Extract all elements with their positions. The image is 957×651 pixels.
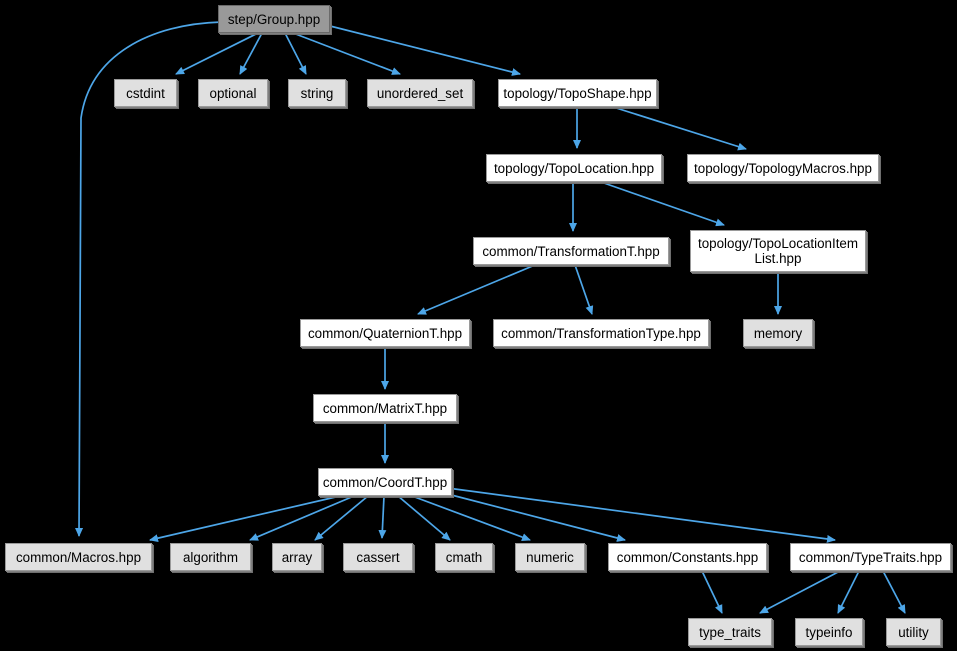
- edge-typetraits_hpp-to-utility: [882, 570, 906, 614]
- edge-coordt-to-typetraits_hpp: [439, 486, 836, 543]
- node-memory[interactable]: memory: [743, 319, 813, 347]
- node-transformationt[interactable]: common/TransformationT.hpp: [473, 237, 669, 265]
- edge-topolocation-to-topolocitemlist: [600, 181, 725, 227]
- edge-group-to-optional: [239, 32, 263, 75]
- node-unordered_set[interactable]: unordered_set: [367, 79, 473, 107]
- node-cmath[interactable]: cmath: [435, 543, 493, 571]
- node-array[interactable]: array: [272, 543, 322, 571]
- node-macros[interactable]: common/Macros.hpp: [5, 543, 152, 571]
- edge-group: [75, 21, 906, 614]
- edge-typetraits_hpp-to-type_traits: [759, 570, 841, 614]
- edge-group-to-string: [284, 32, 307, 75]
- edge-transformationt-to-quaternion: [417, 264, 536, 315]
- edge-coordt-to-cassert: [378, 495, 387, 539]
- edge-coordt-to-cmath: [397, 495, 451, 541]
- node-algorithm[interactable]: algorithm: [170, 543, 251, 571]
- edge-coordt-to-array: [314, 495, 369, 541]
- node-group[interactable]: step/Group.hpp: [218, 5, 330, 33]
- node-optional[interactable]: optional: [198, 79, 268, 107]
- node-coordt[interactable]: common/CoordT.hpp: [318, 468, 452, 496]
- edge-transformationt-to-transformtype: [574, 264, 594, 315]
- edge-coordt-to-macros: [149, 495, 341, 543]
- edge-coordt-to-numeric: [411, 495, 531, 541]
- edge-constants-to-type_traits: [701, 570, 723, 614]
- edge-coordt-to-algorithm: [249, 495, 355, 541]
- edge-group-to-toposhape: [329, 25, 521, 76]
- node-constants[interactable]: common/Constants.hpp: [608, 543, 767, 571]
- node-utility[interactable]: utility: [886, 618, 941, 646]
- node-typeinfo[interactable]: typeinfo: [795, 618, 863, 646]
- node-cstdint[interactable]: cstdint: [114, 79, 177, 107]
- node-topolocitemlist[interactable]: topology/TopoLocationItem List.hpp: [690, 230, 866, 272]
- node-type_traits[interactable]: type_traits: [688, 618, 772, 646]
- node-typetraits_hpp[interactable]: common/TypeTraits.hpp: [790, 543, 951, 571]
- edge-group-to-unordered_set: [292, 32, 401, 75]
- edge-toposhape-to-topologymacros: [612, 106, 747, 151]
- node-quaternion[interactable]: common/QuaternionT.hpp: [300, 319, 470, 347]
- edge-typetraits_hpp-to-typeinfo: [837, 570, 860, 614]
- edge-coordt-to-constants: [435, 490, 626, 542]
- edge-group-to-cstdint: [175, 32, 259, 75]
- node-numeric[interactable]: numeric: [515, 543, 585, 571]
- node-transformtype[interactable]: common/TransformationType.hpp: [493, 319, 709, 347]
- node-matrixt[interactable]: common/MatrixT.hpp: [313, 394, 457, 422]
- node-toposhape[interactable]: topology/TopoShape.hpp: [498, 79, 657, 107]
- node-topologymacros[interactable]: topology/TopologyMacros.hpp: [687, 154, 879, 182]
- node-cassert[interactable]: cassert: [343, 543, 413, 571]
- node-string[interactable]: string: [288, 79, 346, 107]
- node-topolocation[interactable]: topology/TopoLocation.hpp: [486, 154, 662, 182]
